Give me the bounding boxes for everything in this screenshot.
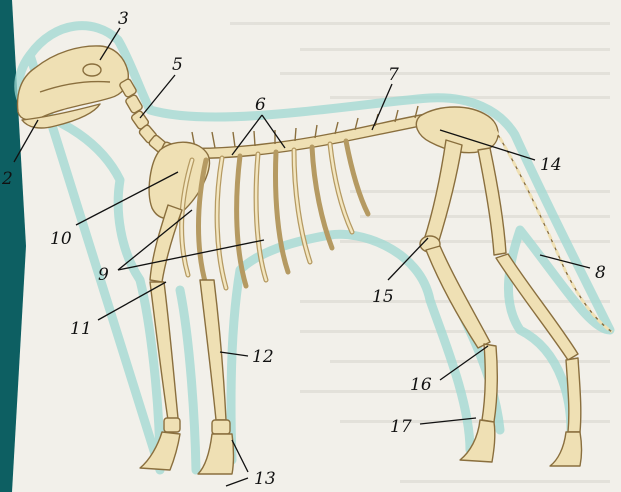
label-9: 9 xyxy=(98,265,109,285)
label-13: 13 xyxy=(254,469,276,489)
label-10: 10 xyxy=(50,229,72,249)
label-14: 14 xyxy=(540,155,562,175)
label-11: 11 xyxy=(70,319,92,339)
label-12: 12 xyxy=(252,347,274,367)
label-17: 17 xyxy=(390,417,412,437)
label-8: 8 xyxy=(595,263,606,283)
label-7: 7 xyxy=(388,65,399,85)
leader-2 xyxy=(14,120,38,162)
label-3: 3 xyxy=(118,9,129,29)
label-5: 5 xyxy=(172,55,183,75)
label-6: 6 xyxy=(255,95,266,115)
leader-13b xyxy=(226,478,248,486)
bleed-through-lines xyxy=(230,22,610,483)
label-16: 16 xyxy=(410,375,432,395)
label-15: 15 xyxy=(372,287,394,307)
label-2: 2 xyxy=(1,169,13,189)
